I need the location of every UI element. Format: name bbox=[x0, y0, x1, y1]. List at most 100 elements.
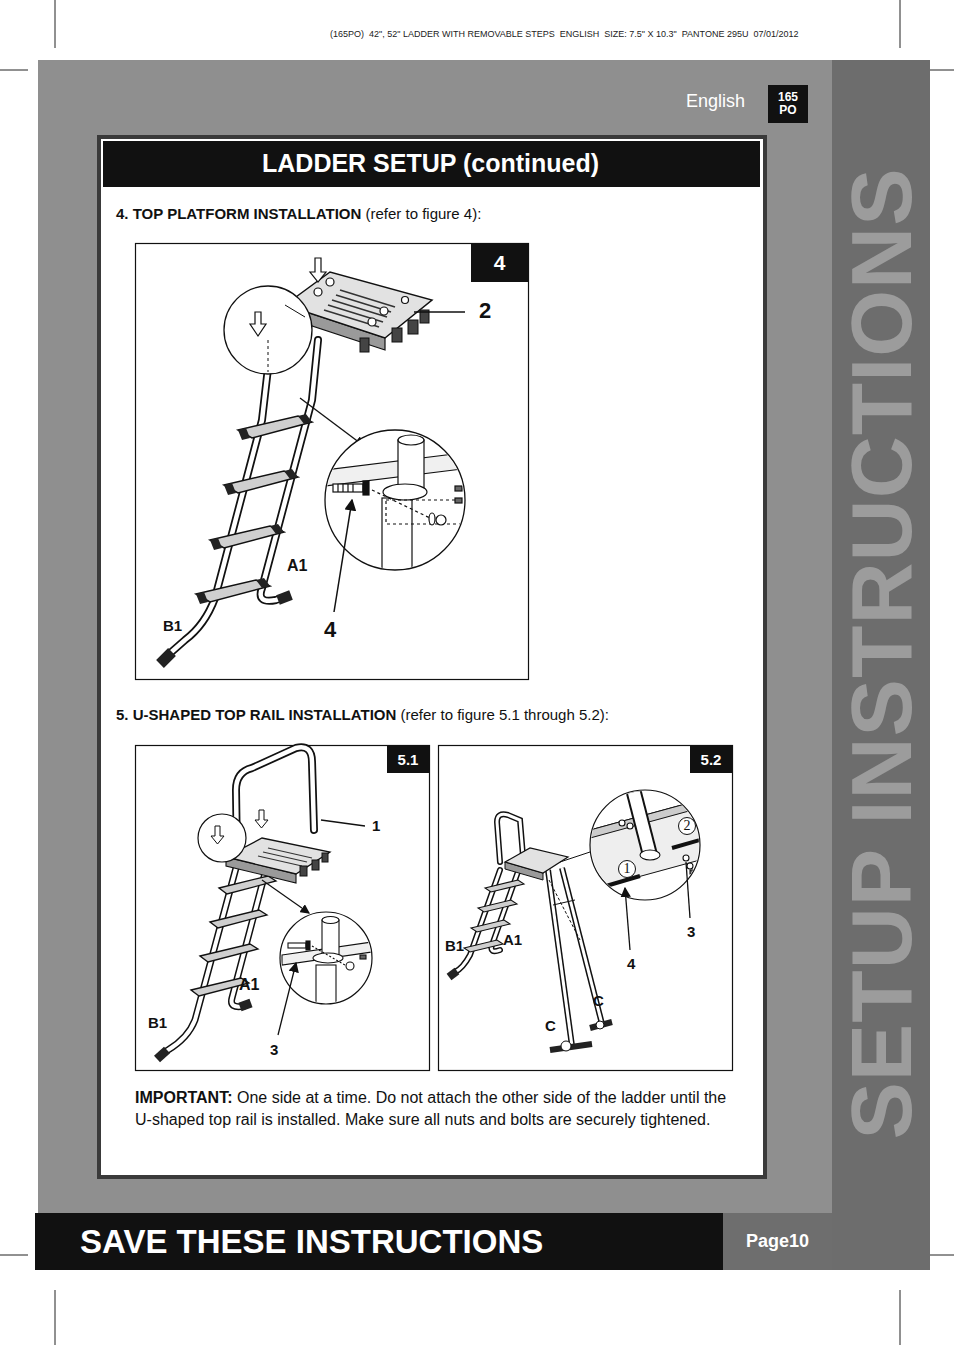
illustration-part bbox=[198, 814, 246, 862]
illustration-part bbox=[485, 880, 524, 892]
callout-number: 3 bbox=[270, 1041, 278, 1058]
illustration-part bbox=[250, 312, 266, 336]
illustration-part bbox=[683, 855, 689, 861]
part-label: A1 bbox=[503, 931, 522, 948]
illustration-part bbox=[347, 484, 348, 492]
box-text: Page10 bbox=[746, 1231, 809, 1252]
illustration-part bbox=[256, 578, 270, 588]
illustration-part bbox=[505, 848, 568, 873]
illustration-part bbox=[55, 0, 56, 48]
illustration-part bbox=[436, 515, 446, 525]
illustration-part bbox=[263, 852, 307, 862]
part-label: A1 bbox=[287, 557, 307, 575]
illustration-part bbox=[455, 486, 462, 491]
illustration-part bbox=[398, 435, 424, 445]
illustration-part bbox=[312, 946, 345, 965]
part-label: B1 bbox=[163, 617, 182, 634]
illustration-part bbox=[270, 524, 284, 534]
illustration-part bbox=[196, 416, 312, 602]
illustration-part bbox=[360, 338, 369, 352]
illustration-part bbox=[596, 1021, 604, 1029]
illustration-part bbox=[324, 290, 395, 327]
illustration-part bbox=[832, 60, 930, 1270]
illustration-part bbox=[168, 368, 268, 655]
part-label: A1 bbox=[239, 976, 259, 994]
illustration-part bbox=[97, 135, 767, 1179]
illustration-part bbox=[288, 943, 306, 948]
illustration-part bbox=[478, 900, 517, 912]
figure-tag: 5.2 bbox=[690, 746, 732, 773]
illustration-part bbox=[268, 848, 312, 858]
illustration-part bbox=[298, 414, 312, 424]
illustration-part bbox=[324, 310, 379, 327]
illustration-part bbox=[342, 484, 343, 492]
box-text: SAVE THESE INSTRUCTIONS bbox=[80, 1223, 543, 1261]
illustration-part bbox=[632, 785, 650, 855]
illustration-part bbox=[211, 826, 224, 844]
illustration-part bbox=[160, 868, 236, 1056]
illustration-part bbox=[392, 328, 402, 342]
illustration-part bbox=[200, 944, 258, 962]
circled-number: 1 bbox=[618, 860, 636, 878]
box-text: 5.2 bbox=[701, 751, 722, 768]
illustration-part bbox=[278, 595, 291, 600]
illustration-part bbox=[224, 286, 312, 374]
illustration-part bbox=[300, 866, 307, 876]
illustration-part bbox=[627, 823, 633, 829]
illustration-part bbox=[306, 941, 310, 950]
box-text: 5.1 bbox=[398, 751, 419, 768]
illustration-part bbox=[261, 340, 318, 601]
illustration-part bbox=[606, 876, 640, 886]
illustration-part bbox=[900, 1290, 901, 1345]
illustration-part bbox=[455, 498, 462, 503]
illustration-part bbox=[346, 962, 354, 970]
illustration-part bbox=[632, 785, 650, 855]
illustration-part bbox=[930, 70, 954, 71]
language-label: English bbox=[686, 91, 745, 112]
box-text: 165 PO bbox=[770, 91, 806, 117]
illustration-part bbox=[690, 870, 700, 874]
callout-number: 4 bbox=[324, 617, 336, 643]
page-number-box: Page10 bbox=[723, 1213, 832, 1270]
illustration-part bbox=[300, 853, 328, 876]
figure-tag: 5.1 bbox=[387, 746, 429, 773]
illustration-part bbox=[429, 513, 435, 525]
ladder-figure-5-2 bbox=[449, 785, 700, 1051]
figure-tag: 4 bbox=[471, 244, 528, 282]
box-text: 4 bbox=[494, 251, 506, 275]
illustration-part bbox=[196, 414, 312, 604]
section-heading: LADDER SETUP (continued) bbox=[262, 149, 599, 178]
illustration-part bbox=[337, 484, 338, 492]
illustration-part bbox=[196, 592, 208, 604]
box-text: 2 bbox=[684, 818, 691, 834]
illustration-part bbox=[258, 856, 302, 866]
note-heading: IMPORTANT: bbox=[135, 1089, 232, 1106]
step-reference: (refer to figure 4): bbox=[366, 205, 482, 222]
illustration-part bbox=[136, 746, 430, 1071]
illustration-part bbox=[322, 853, 328, 862]
illustration-part bbox=[334, 500, 352, 612]
illustration-part bbox=[333, 484, 363, 492]
print-spec: (165PO) 42", 52" LADDER WITH REMOVABLE S… bbox=[330, 29, 798, 39]
illustration-part bbox=[321, 820, 365, 826]
illustration-part bbox=[383, 484, 427, 500]
illustration-part bbox=[310, 258, 326, 282]
illustration-part bbox=[157, 1050, 167, 1059]
footer-band: SAVE THESE INSTRUCTIONS bbox=[35, 1213, 723, 1270]
part-label: B1 bbox=[445, 937, 464, 954]
illustration-part bbox=[0, 1255, 28, 1256]
illustration-part bbox=[326, 278, 334, 286]
circled-number: 2 bbox=[678, 817, 696, 835]
illustration-part bbox=[464, 880, 524, 952]
callout-number: 1 bbox=[372, 817, 380, 834]
page-code-box: 165 PO bbox=[768, 85, 808, 123]
figure-panels bbox=[136, 244, 733, 1071]
illustration-part bbox=[363, 481, 369, 495]
illustration-part bbox=[372, 490, 430, 518]
illustration-part bbox=[224, 483, 236, 495]
illustration-part bbox=[549, 880, 580, 940]
illustration-part bbox=[360, 310, 429, 352]
illustration-part bbox=[316, 965, 336, 1010]
instruction-text: 5.U-SHAPED TOP RAIL INSTALLATION(refer t… bbox=[116, 706, 613, 723]
